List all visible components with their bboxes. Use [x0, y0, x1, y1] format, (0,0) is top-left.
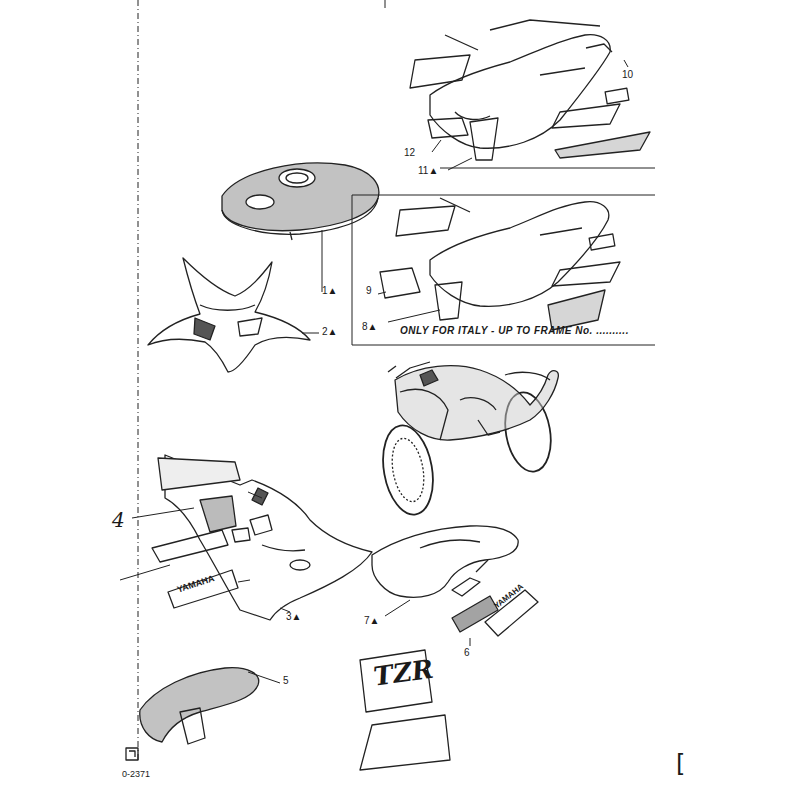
callout-number: 1▲	[322, 286, 337, 296]
bracket-mark: [	[676, 752, 685, 776]
callout-number: 7▲	[364, 616, 379, 626]
note-text: ONLY FOR ITALY - UP TO FRAME No. .......…	[400, 326, 629, 336]
callout-number: 11▲	[418, 166, 438, 176]
handwritten-number: 4	[112, 510, 125, 530]
callout-number: 12	[404, 148, 415, 158]
decal-text: YAMAHA	[176, 574, 216, 595]
callout-number: 5	[283, 676, 289, 686]
callout-number: 8▲	[362, 322, 377, 332]
callout-number: 9	[366, 286, 372, 296]
callout-number: 3▲	[286, 612, 301, 622]
decal-text: YAMAHA	[493, 583, 525, 610]
decal-text: TZR	[372, 656, 435, 690]
drawing-number: 0-2371	[122, 770, 150, 779]
callout-number: 10	[622, 70, 633, 80]
callout-number: 6	[464, 648, 470, 658]
callout-number: 2▲	[322, 327, 337, 337]
